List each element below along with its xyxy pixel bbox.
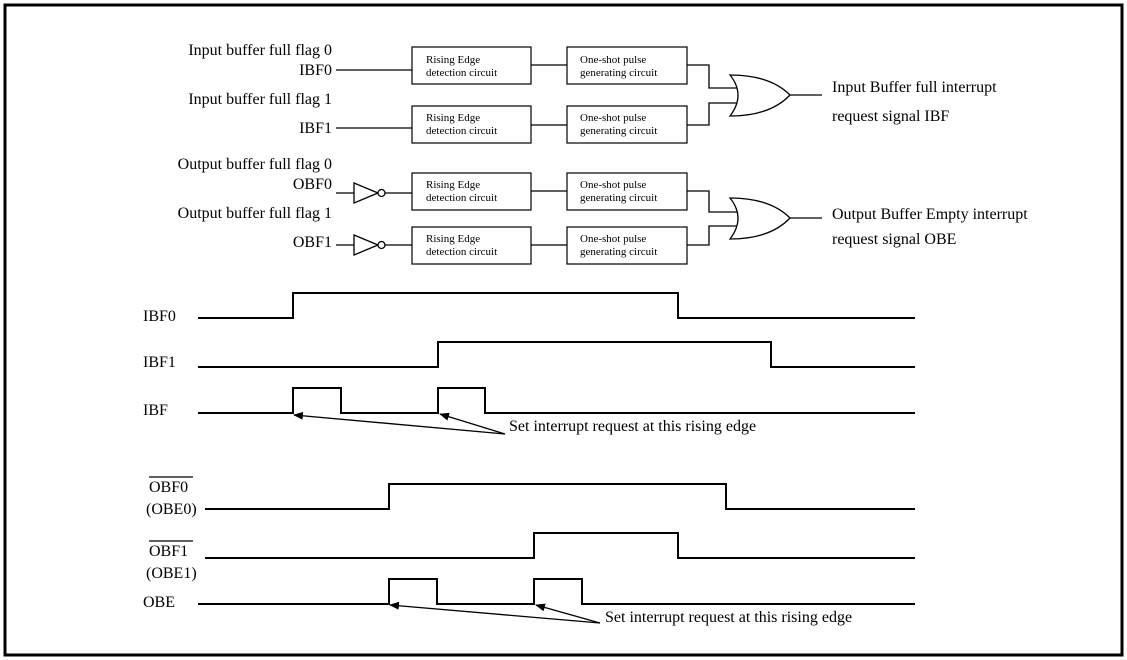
svg-text:Rising Edge: Rising Edge xyxy=(426,179,480,191)
one-shot-block: One-shot pulse generating circuit xyxy=(566,105,688,144)
svg-text:detection circuit: detection circuit xyxy=(426,192,497,204)
or-input-wire xyxy=(687,190,738,213)
waveform-ibf0 xyxy=(198,292,915,319)
timing-sublabel-obe0: (OBE0) xyxy=(146,501,197,518)
timing-label-obf1: OBF1 xyxy=(149,543,188,560)
svg-text:One-shot pulse: One-shot pulse xyxy=(580,179,646,191)
annotation-text-ibf: Set interrupt request at this rising edg… xyxy=(509,418,756,435)
waveform-ibf xyxy=(198,387,915,414)
svg-text:One-shot pulse: One-shot pulse xyxy=(580,233,646,245)
annotation-arrow xyxy=(389,601,601,624)
waveform-ibf1 xyxy=(198,341,915,368)
svg-text:detection circuit: detection circuit xyxy=(426,125,497,137)
timing-label-ibf0: IBF0 xyxy=(143,308,176,325)
or-input-wire xyxy=(687,102,738,126)
rising-edge-block: Rising Edge detection circuit xyxy=(411,105,532,144)
svg-text:generating circuit: generating circuit xyxy=(580,246,657,258)
signal-label-obf1: OBF1 xyxy=(293,234,332,251)
svg-text:generating circuit: generating circuit xyxy=(580,125,657,137)
signal-label-ibf0: IBF0 xyxy=(299,62,332,79)
rising-edge-block: Rising Edge detection circuit xyxy=(411,46,532,85)
svg-text:One-shot pulse: One-shot pulse xyxy=(580,54,646,66)
one-shot-block: One-shot pulse generating circuit xyxy=(566,226,688,265)
inverter-obf0 xyxy=(336,182,412,204)
one-shot-block: One-shot pulse generating circuit xyxy=(566,46,688,85)
svg-text:Rising Edge: Rising Edge xyxy=(426,233,480,245)
annotation-text-obe: Set interrupt request at this rising edg… xyxy=(605,609,852,626)
signal-label-obf0: OBF0 xyxy=(293,176,332,193)
output-label-obe: request signal OBE xyxy=(832,231,956,248)
flag-label-ibf0: Input buffer full flag 0 xyxy=(188,42,332,59)
waveform-obf0 xyxy=(205,483,915,510)
output-label-obe: Output Buffer Empty interrupt xyxy=(832,206,1028,223)
svg-text:Rising Edge: Rising Edge xyxy=(426,112,480,124)
flag-label-ibf1: Input buffer full flag 1 xyxy=(188,91,332,108)
svg-text:Rising Edge: Rising Edge xyxy=(426,54,480,66)
timing-label-obe: OBE xyxy=(143,594,175,611)
waveform-obf1 xyxy=(205,532,915,559)
output-label-ibf: Input Buffer full interrupt xyxy=(832,79,997,96)
logic-section: Input buffer full flag 0 IBF0 Input buff… xyxy=(178,42,1028,265)
svg-text:generating circuit: generating circuit xyxy=(580,192,657,204)
or-input-wire xyxy=(687,225,738,246)
or-gate-ibf xyxy=(728,74,791,117)
one-shot-block: One-shot pulse generating circuit xyxy=(566,172,688,211)
figure-border xyxy=(3,3,1124,657)
rising-edge-block: Rising Edge detection circuit xyxy=(411,226,532,265)
svg-text:One-shot pulse: One-shot pulse xyxy=(580,112,646,124)
annotation-arrow xyxy=(293,411,506,435)
timing-label-ibf1: IBF1 xyxy=(143,354,176,371)
svg-text:detection circuit: detection circuit xyxy=(426,246,497,258)
or-gate-obe xyxy=(728,197,791,240)
svg-text:detection circuit: detection circuit xyxy=(426,67,497,79)
rising-edge-block: Rising Edge detection circuit xyxy=(411,172,532,211)
or-input-wire xyxy=(687,64,738,89)
output-label-ibf: request signal IBF xyxy=(832,108,949,125)
timing-sublabel-obe1: (OBE1) xyxy=(146,565,197,582)
flag-label-obf0: Output buffer full flag 0 xyxy=(178,156,332,173)
timing-label-obf0: OBF0 xyxy=(149,479,188,496)
waveform-obe xyxy=(198,578,915,605)
timing-section: IBF0 IBF1 IBF OBF0 (OBE0) OBF1 (OBE1) OB… xyxy=(143,292,915,626)
timing-label-ibf: IBF xyxy=(143,402,168,419)
signal-label-ibf1: IBF1 xyxy=(299,120,332,137)
annotation-arrow xyxy=(535,603,601,624)
svg-text:generating circuit: generating circuit xyxy=(580,67,657,79)
inverter-obf1 xyxy=(336,234,412,256)
annotation-arrow xyxy=(439,412,506,435)
flag-label-obf1: Output buffer full flag 1 xyxy=(178,205,332,222)
